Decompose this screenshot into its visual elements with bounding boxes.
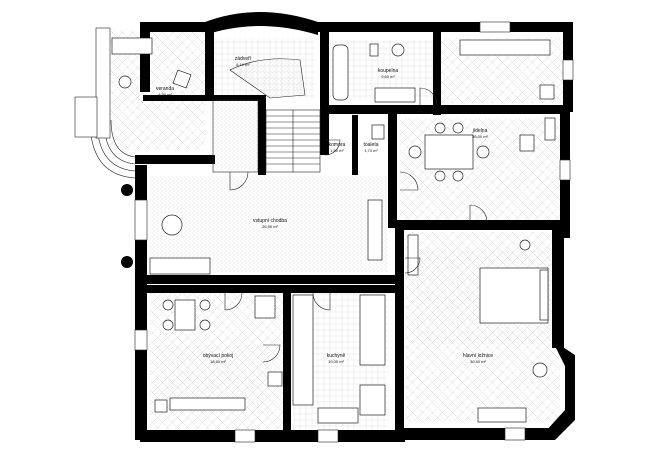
room-name: jídelna [472, 128, 488, 134]
doors [224, 87, 488, 363]
room-area: 8,10 m² [236, 62, 250, 67]
room-jidelna: jídelna 36,00 m² [472, 128, 489, 139]
room-area: 18,60 m² [210, 359, 226, 364]
room-name: toaleta [363, 142, 378, 148]
room-name: veranda [156, 86, 174, 92]
room-toaleta: toaleta 1,70 m² [363, 142, 378, 153]
room-kuchyne: kuchyně 19,00 m² [327, 353, 346, 364]
room-obyvak: obývací pokoj 18,60 m² [203, 353, 234, 364]
room-name: obývací pokoj [203, 353, 234, 359]
room-veranda: veranda 8,90 m² [156, 86, 174, 97]
room-name: hlavní ložnice [463, 353, 494, 359]
room-name: komora [329, 142, 346, 148]
room-name: koupelna [378, 68, 399, 74]
room-koupelna: koupelna 9,60 m² [378, 68, 399, 79]
room-area: 9,60 m² [381, 74, 395, 79]
room-hala: vstupní chodba 26,90 m² [253, 218, 287, 229]
room-area: 8,90 m² [158, 92, 172, 97]
room-name: zádveří [235, 56, 252, 62]
room-loznice: hlavní ložnice 30,50 m² [463, 353, 494, 364]
room-area: 36,00 m² [472, 134, 488, 139]
room-name: vstupní chodba [253, 218, 287, 224]
staircase [212, 58, 321, 173]
room-labels: veranda 8,90 m² zádveří 8,10 m² koupelna… [156, 56, 493, 364]
furniture [111, 37, 556, 424]
room-area: 30,50 m² [470, 359, 486, 364]
room-area: 1,50 m² [330, 148, 344, 153]
room-area: 1,70 m² [364, 148, 378, 153]
column-markers [121, 184, 133, 268]
room-komora: komora 1,50 m² [329, 142, 346, 153]
room-area: 19,00 m² [328, 359, 344, 364]
room-zadveri: zádveří 8,10 m² [235, 56, 252, 67]
room-area: 26,90 m² [262, 224, 278, 229]
room-name: kuchyně [327, 353, 346, 359]
veranda-steps [74, 27, 136, 179]
windows [134, 21, 574, 443]
